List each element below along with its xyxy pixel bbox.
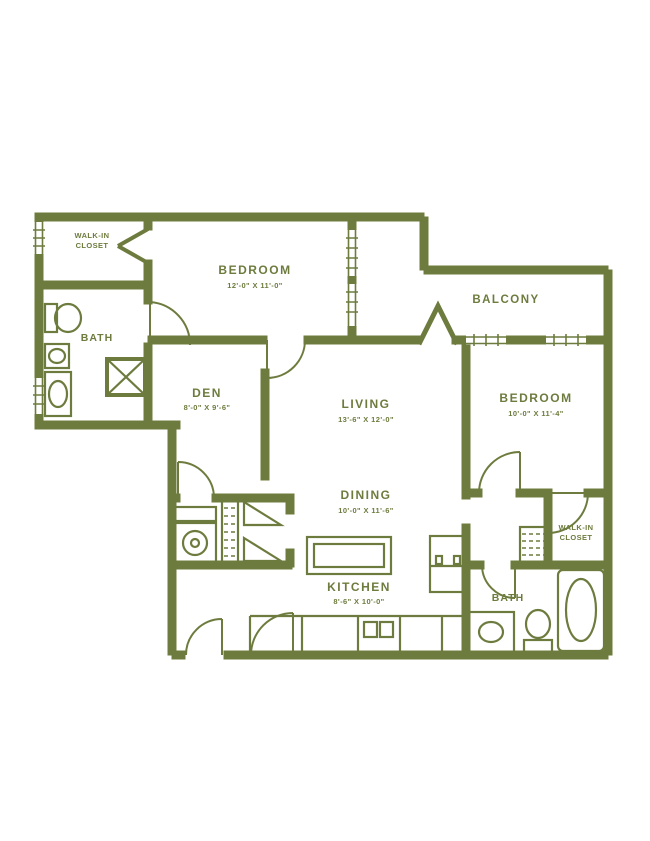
room-dims-kitchen: 8'-6" X 10'-0" [333,597,384,606]
room-label-den: DEN [192,386,222,400]
balcony-door-icon [416,300,460,346]
windows [33,222,586,414]
room-dims-den: 8'-0" X 9'-6" [184,403,231,412]
room-label-living: LIVING [341,397,390,411]
washer-icon [172,521,218,565]
room-label-bedroom-2: BEDROOM [499,391,572,405]
door-arc [547,492,589,534]
fixtures [43,302,606,654]
entry-door-arc [185,618,223,656]
bathtub-icon [556,568,606,653]
doors [117,227,589,656]
kitchen-counter [248,614,466,651]
door-arc [266,339,306,379]
toilet-icon [43,302,83,334]
room-label-walk-in-closet-1: WALK-IN [75,231,110,240]
refrigerator-icon [428,534,468,594]
door-arc [250,612,294,656]
room-dims-living: 13'-6" X 12'-0" [338,415,394,424]
room-label-bath-1: BATH [81,332,113,344]
room-label-bedroom-1: BEDROOM [218,263,291,277]
linen-closet-icon [105,357,147,397]
window [466,334,506,346]
room-dims-bedroom-1: 12'-0" X 11'-0" [227,281,283,290]
room-labels: WALK-IN CLOSET BEDROOM 12'-0" X 11'-0" B… [75,231,594,606]
window [33,222,45,254]
room-dims-dining: 10'-0" X 11'-6" [338,506,394,515]
vanity-icon [43,370,73,418]
room-label-walk-in-closet-2: WALK-IN [559,523,594,532]
window [346,230,358,276]
room-label-balcony: BALCONY [472,294,539,306]
room-label-kitchen: KITCHEN [327,580,391,594]
kitchen-island [305,535,393,576]
door-arc [481,564,516,599]
room-label-walk-in-closet-1b: CLOSET [76,241,109,250]
sink-icon [43,342,71,370]
bifold-doors-icon [242,500,285,563]
interior-walls [38,214,609,656]
door-arc [177,461,215,499]
room-label-dining: DINING [341,488,392,502]
pantry-shelves-icon [220,498,240,565]
toilet-icon [522,608,554,654]
room-label-walk-in-closet-2b: CLOSET [560,533,593,542]
window [346,284,358,326]
window [33,378,45,414]
room-dims-bedroom-2: 10'-0" X 11'-4" [508,409,564,418]
shelf-icon [172,505,218,523]
room-label-bath-2: BATH [492,592,524,604]
window [546,334,586,346]
closet-double-door-icon [117,227,149,265]
shelves-icon [518,525,548,565]
door-arc [478,451,521,494]
door-arc [149,301,192,346]
vanity-icon [466,610,516,654]
